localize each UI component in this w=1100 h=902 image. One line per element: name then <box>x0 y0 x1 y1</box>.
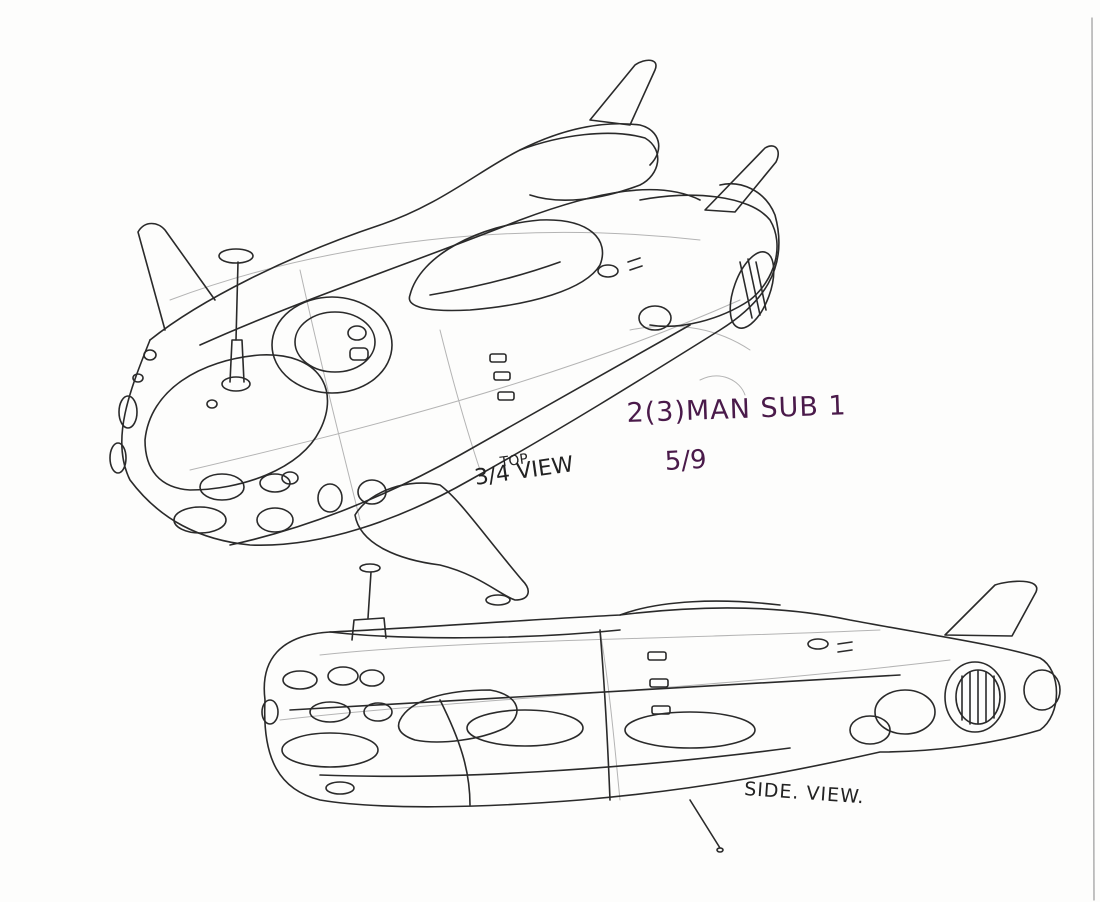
top-three-quarter-view <box>109 59 780 606</box>
date-note: 5/9 <box>664 444 708 477</box>
paper-edge <box>1091 17 1095 901</box>
construction-lines <box>169 232 951 801</box>
side-view <box>261 563 1061 853</box>
